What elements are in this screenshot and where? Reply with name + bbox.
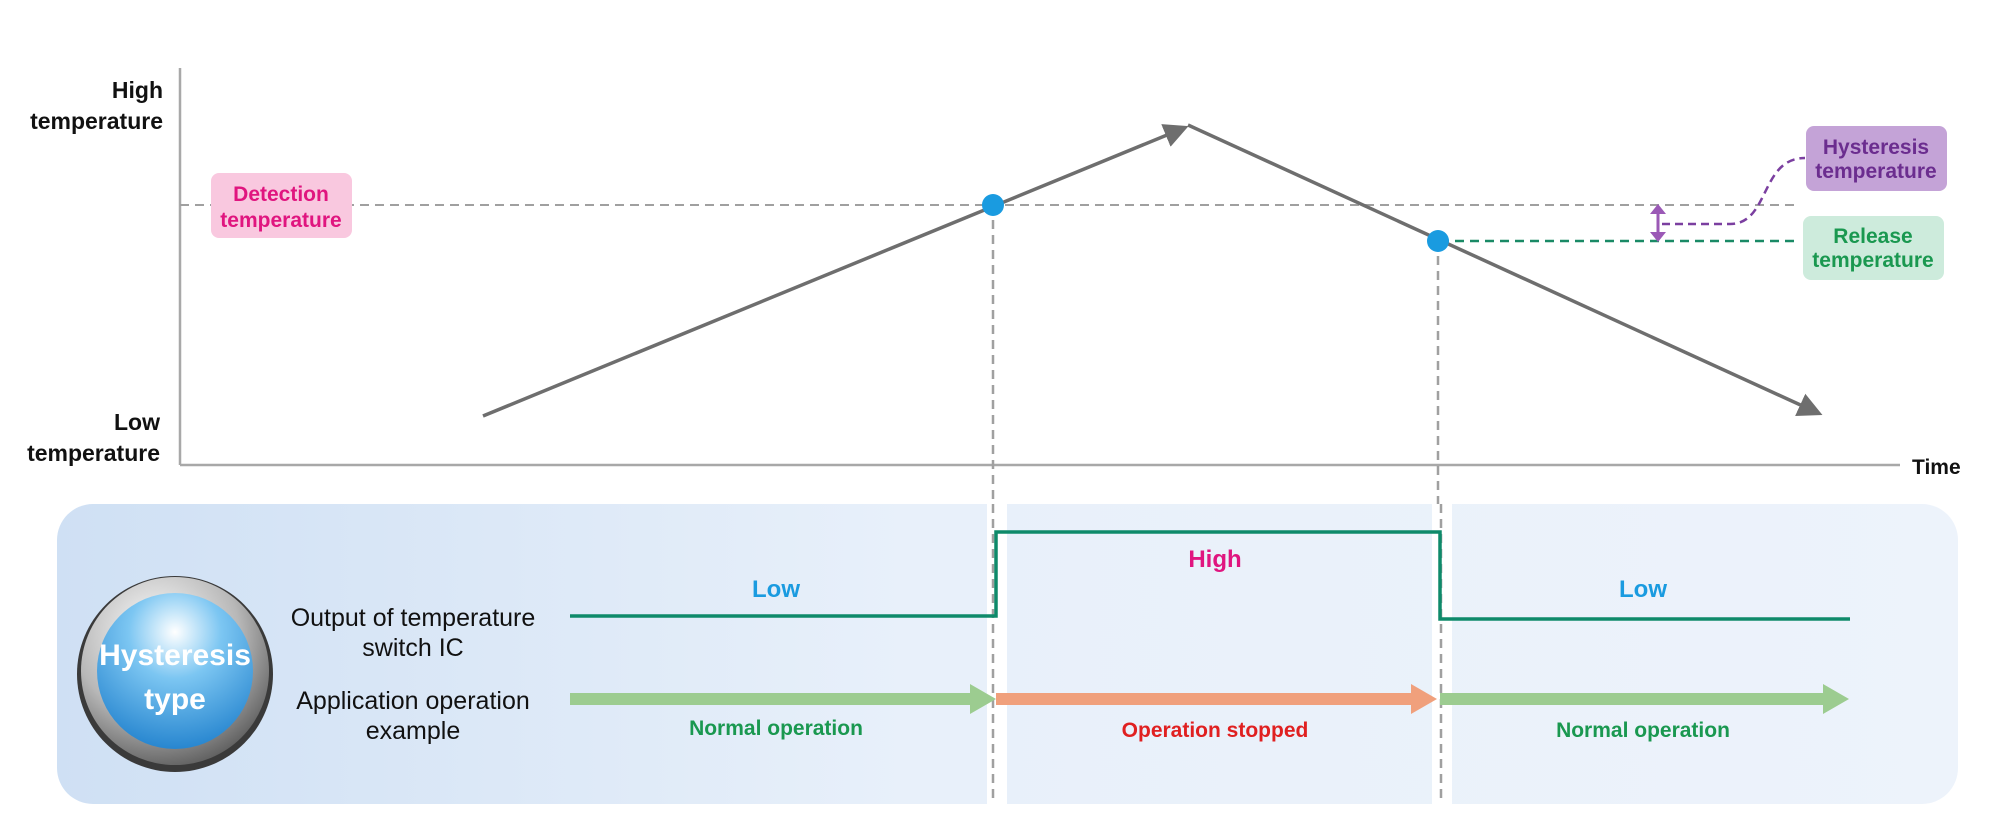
app-row-label-2: example	[366, 717, 461, 745]
stopped-operation-arrow-head	[1411, 684, 1437, 714]
hysteresis-arrow-head-down	[1650, 232, 1666, 242]
detection-label-box	[211, 173, 352, 238]
hysteresis-label-box	[1806, 126, 1947, 191]
state-low-1: Low	[752, 576, 800, 603]
normal-operation-arrow-1-body	[570, 693, 973, 705]
output-signal	[570, 530, 1850, 621]
state-high: High	[1188, 546, 1241, 573]
app-row-label-1: Application operation	[296, 687, 530, 715]
detection-point-marker	[982, 194, 1004, 216]
y-low-label-2: temperature	[27, 440, 160, 466]
badge-core	[97, 593, 253, 749]
y-low-label-1: Low	[114, 409, 160, 435]
hysteresis-label-2: temperature	[1815, 160, 1936, 183]
hysteresis-arrow-head-up	[1650, 204, 1666, 214]
badge-label-2: type	[144, 683, 206, 716]
x-axis-label: Time	[1912, 456, 1961, 479]
output-row-label-2: switch IC	[362, 634, 463, 662]
op-stopped-label: Operation stopped	[1122, 719, 1309, 742]
release-label-2: temperature	[1812, 249, 1933, 272]
stopped-operation-arrow-body	[996, 693, 1414, 705]
normal-operation-arrow-1-head	[970, 684, 996, 714]
hysteresis-label-1: Hysteresis	[1823, 136, 1929, 159]
normal-operation-arrow-2-body	[1440, 693, 1826, 705]
output-row-label-1: Output of temperature	[291, 604, 536, 632]
detection-label-1: Detection	[233, 183, 329, 206]
y-high-label-1: High	[112, 77, 163, 103]
badge-label-1: Hysteresis	[99, 639, 251, 672]
temperature-rise-line	[482, 124, 1189, 418]
release-label-box	[1803, 216, 1944, 280]
normal-operation-arrow-2-head	[1823, 684, 1849, 714]
release-label-1: Release	[1833, 225, 1912, 248]
operation-panel	[57, 504, 1958, 804]
release-point-marker	[1427, 230, 1449, 252]
state-low-2: Low	[1619, 576, 1667, 603]
temperature-fall-line	[1187, 123, 1823, 416]
y-high-label-2: temperature	[30, 108, 163, 134]
hysteresis-connector	[1662, 156, 1806, 226]
op-normal-label-2: Normal operation	[1556, 719, 1730, 742]
op-normal-label-1: Normal operation	[689, 717, 863, 740]
detection-label-2: temperature	[220, 209, 341, 232]
